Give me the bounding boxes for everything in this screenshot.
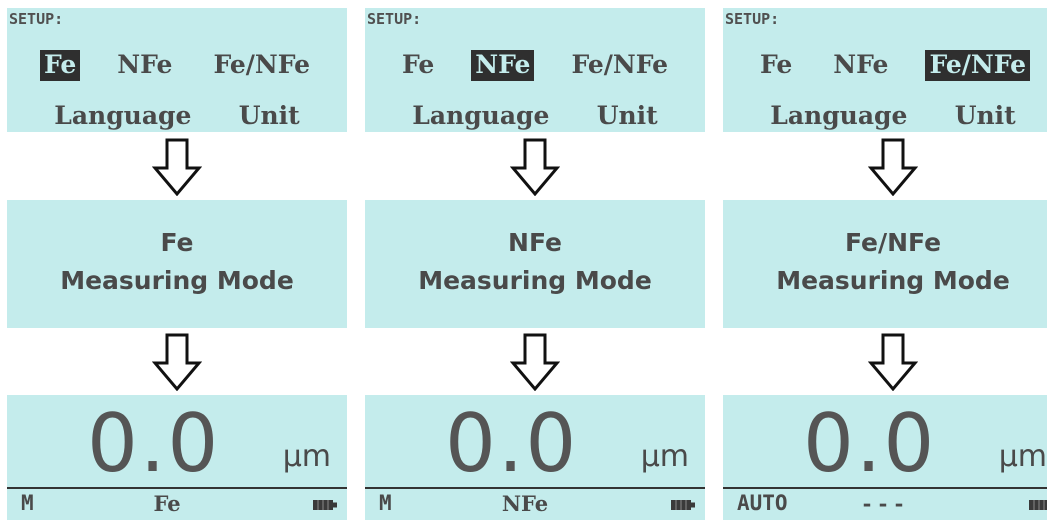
- status-bar: M NFe: [365, 489, 705, 520]
- mode-title: Fe/NFe: [844, 228, 942, 257]
- status-measuring-mode: Fe: [153, 491, 181, 516]
- status-divider: [365, 487, 705, 489]
- down-arrow-icon: [152, 138, 202, 196]
- settings-row: Language Unit: [365, 98, 705, 132]
- mode-option-fe: Fe: [402, 49, 435, 79]
- mode-option-fe-nfe: Fe/NFe: [925, 49, 1030, 81]
- measuring-mode-label: Measuring Mode: [60, 266, 294, 295]
- down-arrow-icon: [510, 333, 560, 391]
- mode-options-row: Fe NFe Fe/NFe: [365, 48, 705, 82]
- status-bar: M Fe: [7, 489, 347, 520]
- mode-options-row: Fe NFe Fe/NFe: [723, 48, 1047, 82]
- status-divider: [723, 487, 1047, 489]
- battery-icon: [1029, 500, 1047, 510]
- mode-option-fe-nfe: Fe/NFe: [213, 49, 310, 79]
- language-option: Language: [770, 100, 908, 130]
- status-probe-mode: M: [379, 491, 392, 515]
- mode-option-fe: Fe: [760, 49, 793, 79]
- mode-options-row: Fe NFe Fe/NFe: [7, 48, 347, 82]
- mode-option-nfe: NFe: [117, 49, 173, 79]
- down-arrow-icon: [152, 333, 202, 391]
- measuring-mode-screen: Fe Measuring Mode: [7, 200, 347, 328]
- down-arrow-icon: [868, 138, 918, 196]
- language-option: Language: [412, 100, 550, 130]
- setup-label: SETUP:: [9, 10, 64, 28]
- battery-icon: [313, 500, 337, 510]
- reading-unit: µm: [640, 439, 689, 474]
- mode-column-2: SETUP: Fe NFe Fe/NFe Language Unit NFe M…: [365, 0, 705, 520]
- mode-title: NFe: [508, 228, 562, 257]
- settings-row: Language Unit: [7, 98, 347, 132]
- unit-option: Unit: [238, 100, 300, 130]
- reading-value: 0.0: [803, 397, 937, 490]
- down-arrow-icon: [510, 138, 560, 196]
- setup-screen: SETUP: Fe NFe Fe/NFe Language Unit: [723, 8, 1047, 132]
- mode-option-nfe: NFe: [833, 49, 889, 79]
- measuring-mode-label: Measuring Mode: [776, 266, 1010, 295]
- reading-screen: 0.0 µm AUTO - - -: [723, 395, 1047, 520]
- status-bar: AUTO - - -: [723, 489, 1047, 520]
- language-option: Language: [54, 100, 192, 130]
- reading-unit: µm: [998, 439, 1047, 474]
- measuring-mode-screen: NFe Measuring Mode: [365, 200, 705, 328]
- mode-option-fe-nfe: Fe/NFe: [571, 49, 668, 79]
- setup-label: SETUP:: [725, 10, 780, 28]
- unit-option: Unit: [954, 100, 1016, 130]
- reading-value: 0.0: [87, 397, 221, 490]
- down-arrow-icon: [868, 333, 918, 391]
- setup-screen: SETUP: Fe NFe Fe/NFe Language Unit: [365, 8, 705, 132]
- status-measuring-mode: NFe: [501, 491, 549, 516]
- mode-column-3: SETUP: Fe NFe Fe/NFe Language Unit Fe/NF…: [723, 0, 1047, 520]
- mode-option-fe: Fe: [40, 49, 81, 81]
- status-divider: [7, 487, 347, 489]
- settings-row: Language Unit: [723, 98, 1047, 132]
- reading-screen: 0.0 µm M Fe: [7, 395, 347, 520]
- reading-unit: µm: [282, 439, 331, 474]
- status-probe-mode: M: [21, 491, 34, 515]
- setup-label: SETUP:: [367, 10, 422, 28]
- status-measuring-mode: - - -: [862, 491, 904, 516]
- setup-screen: SETUP: Fe NFe Fe/NFe Language Unit: [7, 8, 347, 132]
- mode-column-1: SETUP: Fe NFe Fe/NFe Language Unit Fe Me…: [7, 0, 347, 520]
- unit-option: Unit: [596, 100, 658, 130]
- measuring-mode-label: Measuring Mode: [418, 266, 652, 295]
- status-probe-mode: AUTO: [737, 491, 788, 515]
- mode-option-nfe: NFe: [471, 49, 535, 81]
- measuring-mode-screen: Fe/NFe Measuring Mode: [723, 200, 1047, 328]
- battery-icon: [671, 500, 695, 510]
- reading-screen: 0.0 µm M NFe: [365, 395, 705, 520]
- reading-value: 0.0: [445, 397, 579, 490]
- mode-title: Fe: [160, 228, 194, 257]
